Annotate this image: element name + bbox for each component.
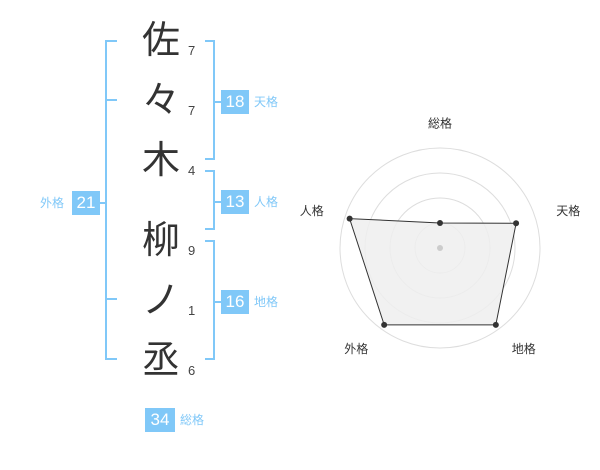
soukaku-label: 総格 xyxy=(180,413,205,427)
name-char-6: 丞 xyxy=(141,338,180,382)
chikaku-bracket xyxy=(205,240,215,360)
name-char-5: ノ xyxy=(141,278,180,322)
radar-axis-label: 地格 xyxy=(512,341,536,356)
name-char-3: 木 xyxy=(141,138,180,182)
stroke-count-3: 4 xyxy=(188,163,196,178)
chikaku-label: 地格 xyxy=(254,295,279,309)
soukaku-badge: 34 xyxy=(145,408,175,432)
stroke-count-4: 9 xyxy=(188,243,196,258)
jinkaku-label: 人格 xyxy=(254,195,279,209)
radar-axis-label: 外格 xyxy=(344,341,368,356)
radar-axis-label: 人格 xyxy=(300,203,324,218)
chikaku-badge: 16 xyxy=(221,290,249,314)
gaikaku-label: 外格 xyxy=(40,196,65,210)
tenkaku-badge: 18 xyxy=(221,90,249,114)
gaikaku-bracket xyxy=(105,40,117,360)
name-char-1: 佐 xyxy=(141,18,180,62)
tenkaku-label: 天格 xyxy=(254,95,279,109)
radar-point xyxy=(346,215,353,222)
stroke-count-5: 1 xyxy=(188,303,196,318)
radar-axis-label: 天格 xyxy=(556,203,580,218)
radar-point xyxy=(492,321,499,328)
radar-point xyxy=(513,220,520,227)
gaikaku-badge: 21 xyxy=(72,191,100,215)
tenkaku-bracket xyxy=(205,40,215,160)
radar-point xyxy=(437,220,443,226)
radar-ring xyxy=(339,147,541,349)
radar-area xyxy=(348,218,517,326)
jinkaku-bracket xyxy=(205,170,215,230)
name-char-2: 々 xyxy=(141,78,180,122)
radar-center-dot xyxy=(437,245,443,251)
radar-axis-label: 総格 xyxy=(428,116,452,131)
stroke-count-6: 6 xyxy=(188,363,196,378)
stroke-count-2: 7 xyxy=(188,103,196,118)
radar-point xyxy=(381,321,388,328)
jinkaku-badge: 13 xyxy=(221,190,249,214)
stroke-count-1: 7 xyxy=(188,43,196,58)
name-char-4: 柳 xyxy=(141,218,180,262)
